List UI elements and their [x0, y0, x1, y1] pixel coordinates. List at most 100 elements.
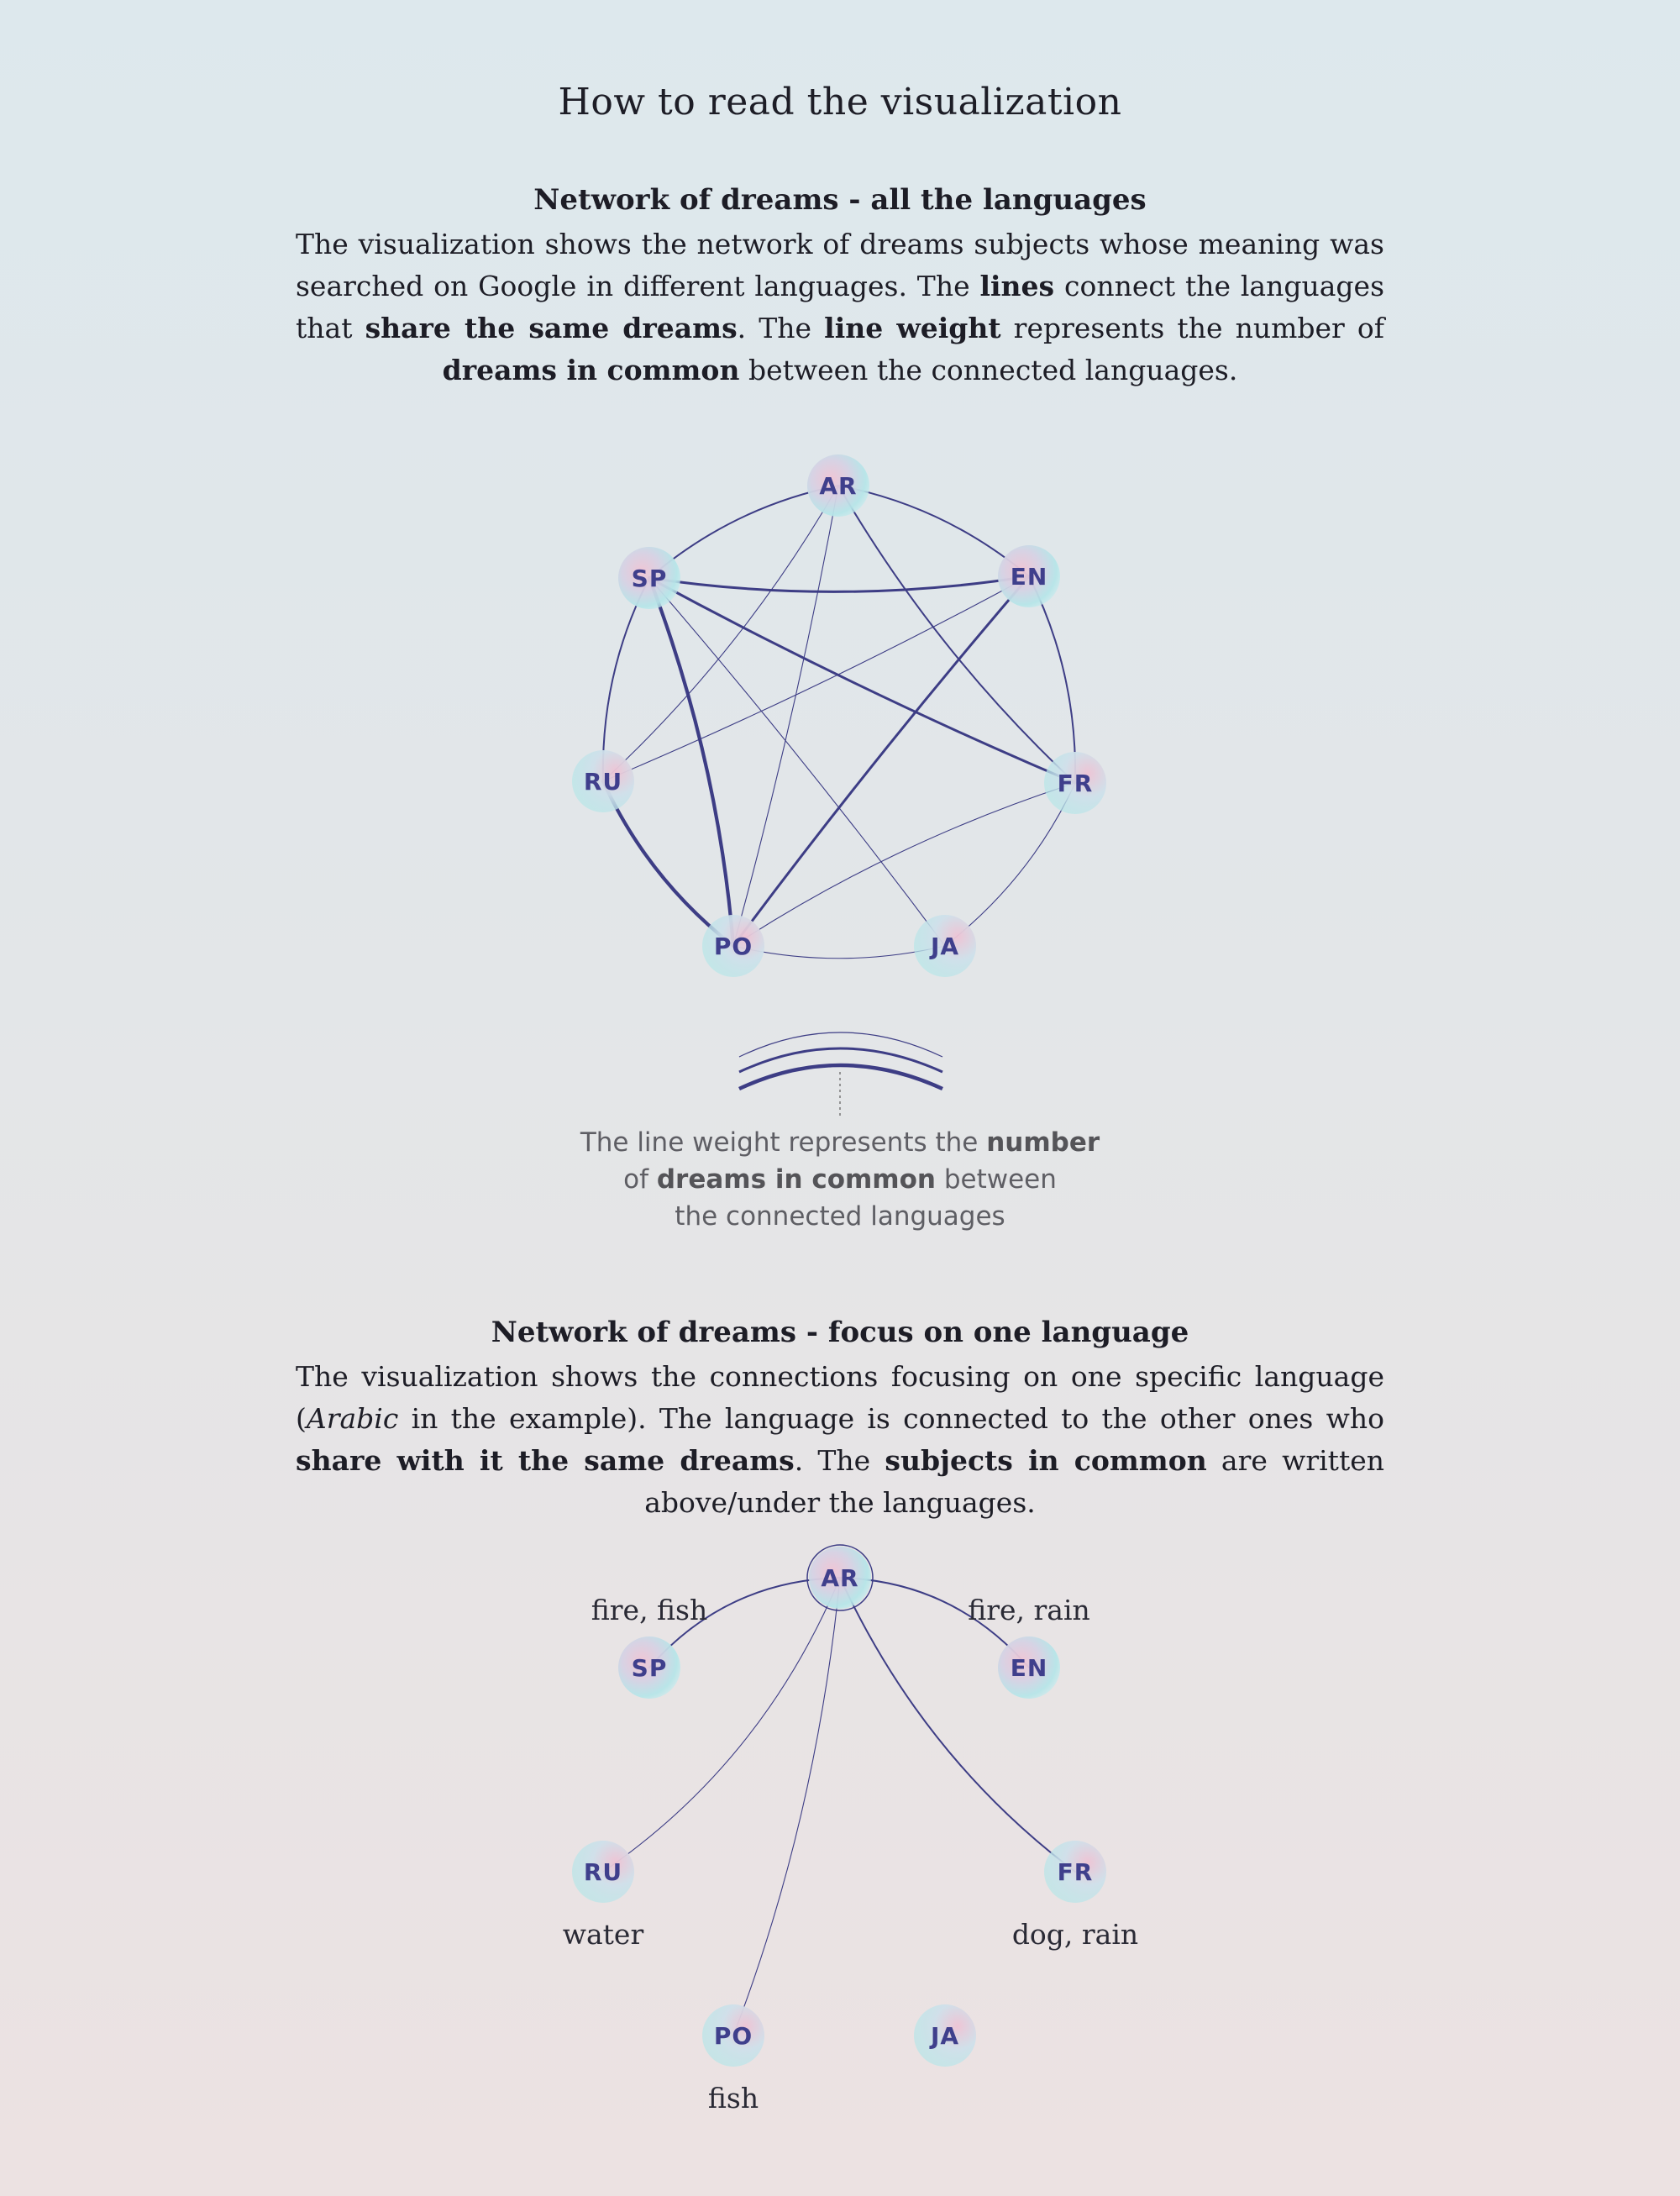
node-label: EN [1011, 563, 1048, 591]
bold-dreams-in-common: dreams in common [656, 1164, 936, 1195]
bold-dreams-in-common: dreams in common [442, 354, 740, 386]
edge-sp-fr [648, 576, 1077, 785]
subject-label-en: fire, rain [968, 1594, 1090, 1626]
bold-number: number [986, 1127, 1100, 1158]
node-label: FR [1058, 770, 1094, 797]
legend-line-thin [738, 1032, 943, 1058]
node-label: JA [929, 933, 959, 960]
edge-ar-po [732, 485, 839, 947]
page-title: How to read the visualization [558, 81, 1122, 123]
text-run: between the connected languages. [739, 354, 1238, 386]
node-ar: AR [807, 454, 869, 517]
text-run: The line weight represents the [580, 1127, 987, 1158]
subject-label-sp: fire, fish [591, 1594, 708, 1626]
subject-label-fr: dog, rain [1012, 1918, 1138, 1951]
bold-lines: lines [979, 270, 1055, 302]
node-label: JA [929, 2022, 959, 2050]
text-run: connect the languages that [296, 270, 1384, 344]
focus-edges-group [602, 1577, 1076, 2036]
bold-line-weight: line weight [824, 312, 1001, 344]
legend-line-medium [738, 1047, 943, 1074]
text-run: The visualization shows the network of d… [296, 228, 1384, 302]
node-circle [702, 915, 764, 977]
line-weight-legend [738, 1032, 943, 1117]
node-label: PO [714, 2022, 753, 2050]
node-label: AR [821, 1564, 858, 1592]
edge-en-po [732, 575, 1031, 948]
node-sp: SP [618, 547, 680, 609]
edge-sp-en [648, 575, 1031, 593]
edge-ar-fr [837, 485, 1076, 784]
legend-line-1: The line weight represents the number [0, 1124, 1680, 1161]
subject-label-po: fish [708, 2082, 759, 2115]
focus-edge-ru [602, 1577, 841, 1873]
node-ru: RU [572, 1841, 634, 1903]
node-circle [809, 1547, 871, 1609]
text-run: are written above/under the languages. [644, 1444, 1384, 1519]
edge-ar-ru [602, 485, 839, 782]
node-circle [702, 2004, 764, 2067]
node-label: SP [632, 565, 668, 592]
section-focus-heading: Network of dreams - focus on one languag… [491, 1316, 1189, 1349]
node-po: PO [702, 2004, 764, 2067]
node-fr: FR [1044, 1841, 1106, 1903]
node-en: EN [998, 545, 1060, 607]
edge-fr-ja [944, 782, 1076, 947]
subject-label-ru: water [563, 1918, 644, 1951]
node-label: PO [714, 933, 753, 960]
node-en: EN [998, 1636, 1060, 1699]
text-run: The visualization shows the connections … [296, 1360, 1384, 1435]
bold-subjects-in-common: subjects in common [885, 1444, 1207, 1477]
edges-group [601, 485, 1077, 959]
legend-line-thick [738, 1063, 943, 1091]
node-label: FR [1058, 1858, 1094, 1886]
node-ar: AR [806, 1544, 874, 1611]
bold-share-same-dreams: share the same dreams [365, 312, 738, 344]
edge-en-ru [602, 575, 1030, 782]
node-ja: JA [914, 915, 976, 977]
node-label: RU [584, 1858, 622, 1886]
legend-line-3: the connected languages [675, 1201, 1005, 1232]
focus-nodes-group: AR EN FR JA PO RU SP [572, 1544, 1106, 2067]
section-all-heading: Network of dreams - all the languages [533, 183, 1147, 217]
network-all-languages: AR EN FR JA PO RU SP [572, 454, 1106, 977]
network-focus-arabic: AR EN FR JA PO RU SP fire, fish fire, rain water… [563, 1544, 1138, 2115]
node-fr: FR [1044, 752, 1106, 814]
edge-sp-ru [601, 577, 650, 782]
node-circle [807, 454, 869, 517]
node-ja: JA [914, 2004, 976, 2067]
legend-line-2: of dreams in common between [0, 1161, 1680, 1198]
node-circle [914, 915, 976, 977]
focus-edge-fr [839, 1577, 1076, 1873]
text-run: represents the number of [1000, 312, 1384, 344]
node-circle [998, 545, 1060, 607]
node-circle [618, 1636, 680, 1699]
node-circle [998, 1636, 1060, 1699]
focus-edge-po [732, 1577, 841, 2036]
node-circle [618, 547, 680, 609]
italic-arabic: Arabic [306, 1402, 399, 1435]
node-ru: RU [572, 750, 634, 812]
node-label: AR [819, 472, 857, 500]
node-circle [1044, 1841, 1106, 1903]
node-label: SP [632, 1654, 668, 1682]
text-run: . The [737, 312, 825, 344]
node-label: EN [1011, 1654, 1048, 1682]
section-all-description: The visualization shows the network of d… [296, 223, 1384, 391]
node-circle [572, 1841, 634, 1903]
edge-ar-en [837, 485, 1030, 577]
node-label: RU [584, 768, 622, 796]
edge-sp-ja [648, 577, 946, 947]
edge-en-fr [1028, 575, 1077, 784]
bold-share-same-dreams: share with it the same dreams [296, 1444, 795, 1477]
text-run: in the example). The language is connect… [398, 1402, 1384, 1435]
edge-fr-po [732, 782, 1076, 947]
text-run: . The [794, 1444, 885, 1477]
edge-sp-po [647, 575, 736, 948]
subject-labels-group: fire, fish fire, rain water dog, rain fish [563, 1594, 1138, 2115]
nodes-group: AR EN FR JA PO RU SP [572, 454, 1106, 977]
edge-po-ja [732, 945, 946, 959]
node-outline [806, 1544, 874, 1611]
node-circle [914, 2004, 976, 2067]
node-circle [572, 750, 634, 812]
